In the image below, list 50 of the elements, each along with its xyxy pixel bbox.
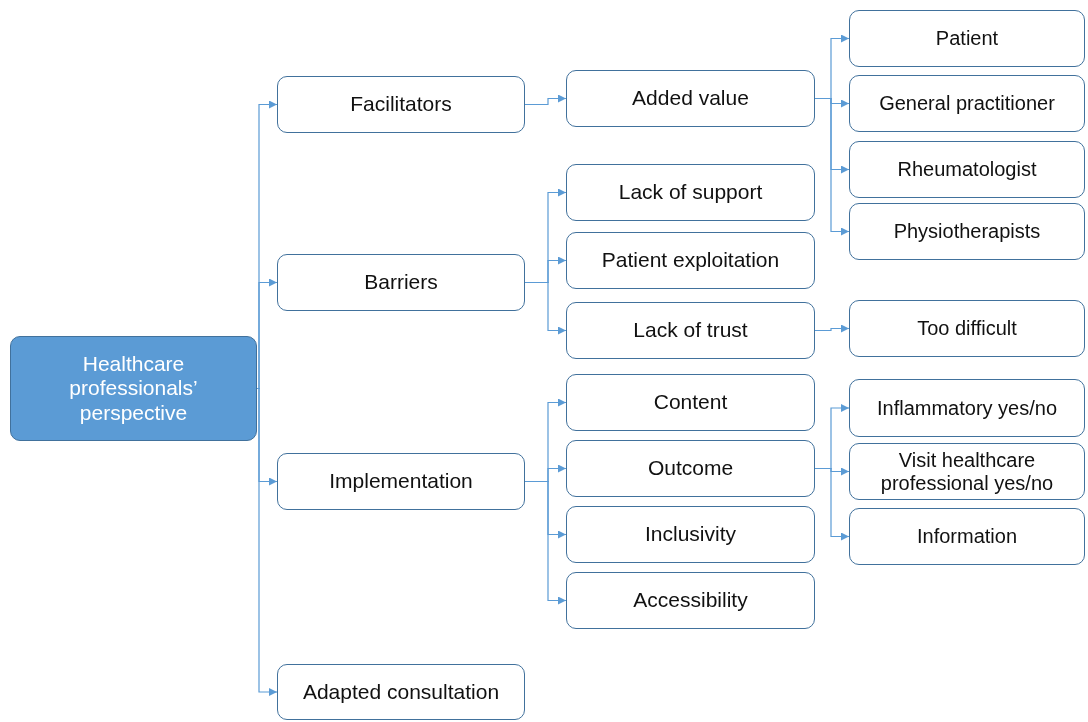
- box-label: Inclusivity: [645, 522, 736, 547]
- box-label: Physiotherapists: [893, 220, 1041, 243]
- connector-arrow: [524, 94, 567, 106]
- topic-box: [849, 10, 1085, 67]
- box-label: Patient: [935, 27, 999, 50]
- topic-box: [566, 440, 815, 497]
- topic-box: [566, 506, 815, 563]
- box-label: Visit healthcare professional yes/no: [879, 448, 1055, 495]
- box-label: Healthcare professionals’ perspective: [68, 352, 199, 425]
- connector-arrow: [524, 480, 567, 605]
- topic-box: [849, 508, 1085, 565]
- topic-box: [849, 300, 1085, 357]
- box-label: Barriers: [364, 270, 438, 295]
- topic-box: [849, 75, 1085, 132]
- topic-box: [566, 70, 815, 127]
- box-label: Rheumatologist: [897, 158, 1037, 181]
- box-label: Accessibility: [633, 588, 748, 613]
- box-label: General practitioner: [879, 92, 1055, 115]
- box-label: Added value: [632, 86, 749, 111]
- connector-arrow: [524, 281, 567, 335]
- box-label: Patient exploitation: [601, 248, 780, 273]
- box-label: Too difficult: [917, 317, 1017, 340]
- topic-box: [277, 254, 525, 311]
- connector-arrow: [256, 387, 278, 696]
- connector-arrow: [814, 97, 850, 236]
- topic-box: [566, 232, 815, 289]
- topic-box: [849, 379, 1085, 437]
- connector-arrow: [814, 467, 850, 541]
- topic-box: [277, 664, 525, 720]
- topic-box: [849, 141, 1085, 198]
- box-label: Implementation: [329, 469, 473, 494]
- connector-arrow: [814, 324, 850, 333]
- box-label: Lack of trust: [633, 318, 748, 343]
- topic-box: [566, 164, 815, 221]
- topic-box: [277, 76, 525, 133]
- box-label: Content: [653, 390, 728, 415]
- box-label: Lack of support: [618, 180, 763, 205]
- topic-box: [10, 336, 257, 441]
- topic-box: [566, 302, 815, 359]
- box-label: Information: [916, 525, 1018, 548]
- topic-box: [566, 374, 815, 431]
- topic-box: [849, 443, 1085, 500]
- topic-box: [849, 203, 1085, 260]
- box-label: Facilitators: [350, 92, 452, 117]
- box-label: Inflammatory yes/no: [876, 396, 1058, 420]
- topic-box: [277, 453, 525, 510]
- box-label: Outcome: [647, 456, 734, 481]
- connector-arrow: [256, 278, 278, 390]
- topic-box: [566, 572, 815, 629]
- box-label: Adapted consultation: [302, 679, 500, 705]
